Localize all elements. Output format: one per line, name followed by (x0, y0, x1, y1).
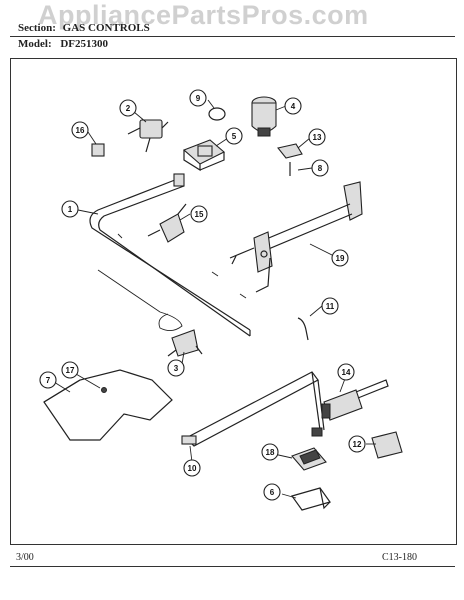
svg-text:2: 2 (126, 104, 131, 113)
callout-16: 16 (71, 121, 89, 139)
diagram-frame (10, 58, 457, 545)
leader-lines (53, 99, 376, 499)
small-tube (297, 317, 309, 341)
footer-divider (10, 566, 455, 567)
svg-text:19: 19 (336, 254, 345, 263)
burner-valve (147, 203, 187, 243)
header-divider-top (10, 36, 455, 37)
valve-part (127, 119, 169, 153)
pressure-regulator (251, 96, 277, 137)
switch (371, 431, 403, 459)
footer-date: 3/00 (16, 552, 34, 563)
bracket-and-screw (277, 143, 303, 176)
igniter (321, 379, 389, 421)
manifold-pipe (89, 173, 251, 337)
section-value: GAS CONTROLS (62, 22, 150, 34)
callout-14: 14 (337, 363, 355, 381)
footer-page-code: C13-180 (382, 552, 417, 563)
watermark: AppliancePartsPros.com (38, 0, 369, 30)
callout-19: 19 (331, 249, 349, 267)
svg-text:1: 1 (68, 205, 73, 214)
svg-text:8: 8 (318, 164, 323, 173)
svg-text:6: 6 (270, 488, 275, 497)
o-ring (208, 107, 226, 121)
svg-text:16: 16 (76, 126, 85, 135)
svg-text:11: 11 (326, 302, 335, 311)
svg-text:9: 9 (196, 94, 201, 103)
model-value: DF251300 (60, 38, 109, 50)
spark-module (291, 447, 327, 471)
callout-10: 10 (183, 459, 201, 477)
callout-2: 2 (119, 99, 137, 117)
callout-6: 6 (263, 483, 281, 501)
section-row: Section: GAS CONTROLS (18, 22, 150, 34)
callout-15: 15 (190, 205, 208, 223)
section-label: Section: (18, 22, 56, 34)
svg-text:14: 14 (342, 368, 351, 377)
callout-18: 18 (261, 443, 279, 461)
small-bracket (91, 143, 105, 157)
screw (101, 387, 107, 393)
svg-text:3: 3 (174, 364, 179, 373)
callout-17: 17 (61, 361, 79, 379)
svg-text:13: 13 (313, 133, 322, 142)
callout-12: 12 (348, 435, 366, 453)
mounting-plate (291, 487, 331, 511)
callout-3: 3 (167, 359, 185, 377)
callout-8: 8 (311, 159, 329, 177)
callout-5: 5 (225, 127, 243, 145)
svg-text:5: 5 (232, 132, 237, 141)
thermocouple (97, 269, 203, 357)
callout-7: 7 (39, 371, 57, 389)
callout-13: 13 (308, 128, 326, 146)
callout-4: 4 (284, 97, 302, 115)
long-bracket (181, 371, 325, 447)
svg-text:7: 7 (46, 376, 51, 385)
svg-text:15: 15 (195, 210, 204, 219)
svg-text:10: 10 (188, 464, 197, 473)
svg-text:12: 12 (353, 440, 362, 449)
svg-text:4: 4 (291, 102, 296, 111)
callout-9: 9 (189, 89, 207, 107)
heat-shield (43, 369, 173, 441)
svg-text:18: 18 (266, 448, 275, 457)
svg-text:17: 17 (66, 366, 75, 375)
support-bracket-bar (229, 181, 363, 293)
model-label: Model: (18, 38, 52, 50)
callout-1: 1 (61, 200, 79, 218)
model-row: Model: DF251300 (18, 38, 108, 50)
shutoff-valve (182, 139, 225, 172)
callout-11: 11 (321, 297, 339, 315)
